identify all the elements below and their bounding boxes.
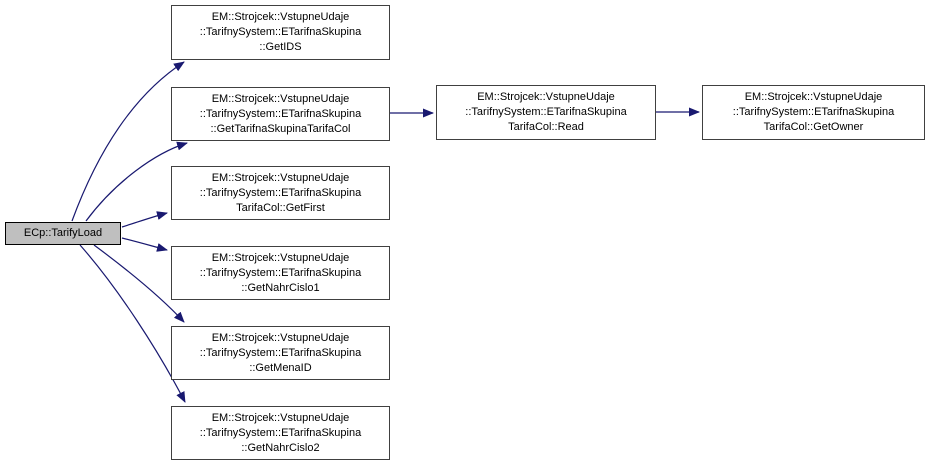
node-tarifacol-getowner[interactable]: EM::Strojcek::VstupneUdaje ::TarifnySyst… — [702, 85, 925, 140]
edge-tarifyload-getfirst — [121, 211, 168, 228]
edge-tarifyload-getmenaid — [93, 244, 185, 323]
node-label-line: ::GetMenaID — [249, 361, 312, 374]
node-getnahrcislo1[interactable]: EM::Strojcek::VstupneUdaje ::TarifnySyst… — [171, 246, 390, 300]
node-label-line: EM::Strojcek::VstupneUdaje — [211, 92, 350, 105]
node-label-line: ::GetIDS — [259, 41, 302, 53]
node-label-line: ::TarifnySystem::ETarifnaSkupina — [465, 106, 627, 118]
edge-tarifyload-getids — [71, 61, 185, 222]
node-getmenaid[interactable]: EM::Strojcek::VstupneUdaje ::TarifnySyst… — [171, 326, 390, 380]
node-label-line: ::GetNahrCislo2 — [241, 441, 320, 454]
node-label: ECp::TarifyLoad — [23, 227, 103, 239]
node-label-line: EM::Strojcek::VstupneUdaje — [744, 91, 883, 103]
node-label-line: ::TarifnySystem::ETarifnaSkupina — [199, 26, 362, 38]
edge-tarifyload-gettarifnaskupinatarifacol — [85, 141, 188, 222]
node-getnahrcislo2[interactable]: EM::Strojcek::VstupneUdaje ::TarifnySyst… — [171, 406, 390, 460]
node-label-line: ::TarifnySystem::ETarifnaSkupina — [199, 426, 362, 439]
node-label-line: EM::Strojcek::VstupneUdaje — [211, 171, 350, 184]
node-label-line: TarifaCol::Read — [508, 121, 584, 133]
node-label-line: EM::Strojcek::VstupneUdaje — [211, 331, 350, 344]
node-label-line: ::TarifnySystem::ETarifnaSkupina — [199, 186, 362, 199]
node-label-line: ::GetNahrCislo1 — [241, 281, 320, 294]
node-label-line: TarifaCol::GetFirst — [236, 201, 325, 214]
node-label-line: ::TarifnySystem::ETarifnaSkupina — [199, 107, 362, 120]
node-ecp-tarifyload: ECp::TarifyLoad — [5, 222, 121, 245]
node-label-line: ::TarifnySystem::ETarifnaSkupina — [732, 106, 895, 118]
node-label-line: ::TarifnySystem::ETarifnaSkupina — [199, 346, 362, 359]
edge-tarifyload-getnahrcislo1 — [121, 237, 168, 252]
node-gettarifnaskupinatarifacol[interactable]: EM::Strojcek::VstupneUdaje ::TarifnySyst… — [171, 87, 390, 141]
node-label-line: EM::Strojcek::VstupneUdaje — [211, 251, 350, 264]
node-label-line: EM::Strojcek::VstupneUdaje — [477, 91, 615, 103]
node-label-line: ::TarifnySystem::ETarifnaSkupina — [199, 266, 362, 279]
node-label-line: EM::Strojcek::VstupneUdaje — [211, 411, 350, 424]
node-label-line: ::GetTarifnaSkupinaTarifaCol — [210, 122, 351, 135]
node-getids[interactable]: EM::Strojcek::VstupneUdaje ::TarifnySyst… — [171, 5, 390, 60]
edge-tarifyload-getnahrcislo2 — [79, 244, 186, 403]
node-label-line: EM::Strojcek::VstupneUdaje — [211, 11, 350, 23]
node-tarifacol-read[interactable]: EM::Strojcek::VstupneUdaje ::TarifnySyst… — [436, 85, 656, 140]
node-getfirst[interactable]: EM::Strojcek::VstupneUdaje ::TarifnySyst… — [171, 166, 390, 220]
node-label-line: TarifaCol::GetOwner — [763, 121, 864, 133]
